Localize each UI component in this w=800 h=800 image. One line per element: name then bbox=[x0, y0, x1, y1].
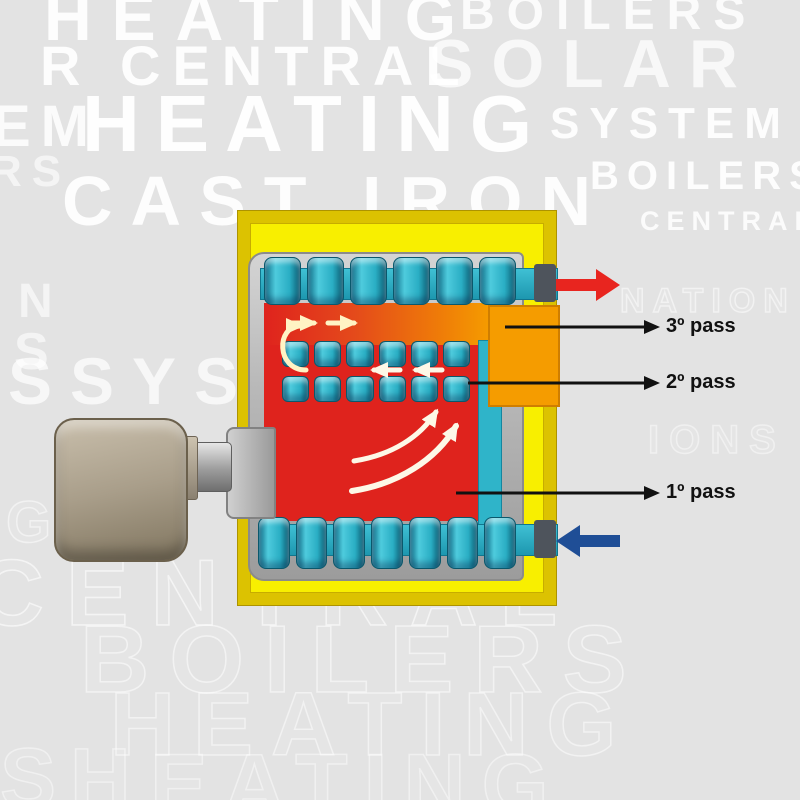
watermark-text: G bbox=[5, 490, 52, 555]
water-tube-section bbox=[307, 257, 344, 305]
top-tube-row bbox=[264, 257, 516, 305]
water-tube-section bbox=[264, 257, 301, 305]
bottom-pipe-connector bbox=[534, 520, 556, 558]
watermark-text: HEATING bbox=[44, 0, 477, 54]
top-pipe-connector bbox=[534, 264, 556, 302]
flue-gas-hot-zone bbox=[264, 303, 490, 345]
water-tube-section bbox=[346, 341, 374, 367]
water-tube-section bbox=[282, 341, 310, 367]
watermark-text: R CENTRAL bbox=[40, 34, 472, 97]
watermark-text: IONS bbox=[647, 418, 786, 462]
watermark-text: SOLAR bbox=[428, 26, 756, 102]
water-tube-section bbox=[346, 376, 374, 402]
watermark-text: HEATING bbox=[82, 79, 549, 168]
water-tube-section bbox=[446, 517, 479, 569]
water-tube-section bbox=[436, 257, 473, 305]
watermark-text: BOILERS bbox=[460, 0, 758, 40]
watermark-text: BOILERS bbox=[79, 606, 647, 713]
water-tube-section bbox=[295, 517, 328, 569]
pass-label-2: 2º pass bbox=[666, 371, 736, 393]
pass-label-3: 3º pass bbox=[666, 315, 736, 337]
water-tube-section bbox=[442, 341, 471, 367]
water-tube-section bbox=[314, 341, 342, 367]
watermark-text: SYSTEM bbox=[550, 99, 791, 148]
water-tube-section bbox=[484, 517, 517, 569]
water-tube-section bbox=[282, 376, 310, 402]
third-pass-tube-row bbox=[282, 376, 471, 402]
watermark-text: BOILERS bbox=[590, 154, 800, 198]
burner bbox=[54, 418, 188, 562]
third-pass-outlet-box bbox=[488, 305, 560, 407]
water-tube-section bbox=[410, 341, 438, 367]
water-tube-section bbox=[442, 376, 471, 402]
second-pass-tube-row bbox=[282, 341, 471, 367]
watermark-text: NATION bbox=[619, 282, 796, 320]
water-tube-section bbox=[479, 257, 516, 305]
watermark-text: SH bbox=[0, 731, 145, 800]
pass-label-1: 1º pass bbox=[666, 481, 736, 503]
water-tube-section bbox=[410, 376, 438, 402]
watermark-text: CENTRAL bbox=[640, 206, 800, 236]
water-tube-section bbox=[371, 517, 403, 569]
bottom-tube-row bbox=[258, 517, 517, 569]
watermark-text: N bbox=[18, 275, 53, 328]
watermark-text: EM bbox=[0, 94, 99, 159]
water-tube-section bbox=[378, 376, 406, 402]
water-tube-section bbox=[314, 376, 342, 402]
watermark-text: S bbox=[14, 323, 49, 381]
watermark-text: RS bbox=[0, 147, 72, 196]
watermark-text: HEATING bbox=[109, 675, 635, 775]
burner-mount-plate bbox=[226, 427, 276, 519]
water-tube-section bbox=[258, 517, 290, 569]
water-tube-section bbox=[378, 341, 406, 367]
water-tube-section bbox=[393, 257, 430, 305]
water-tube-section bbox=[408, 517, 441, 569]
watermark-text: SSYS bbox=[8, 344, 257, 418]
water-tube-section bbox=[333, 517, 366, 569]
watermark-text: EATING bbox=[149, 737, 565, 800]
water-tube-section bbox=[350, 257, 387, 305]
